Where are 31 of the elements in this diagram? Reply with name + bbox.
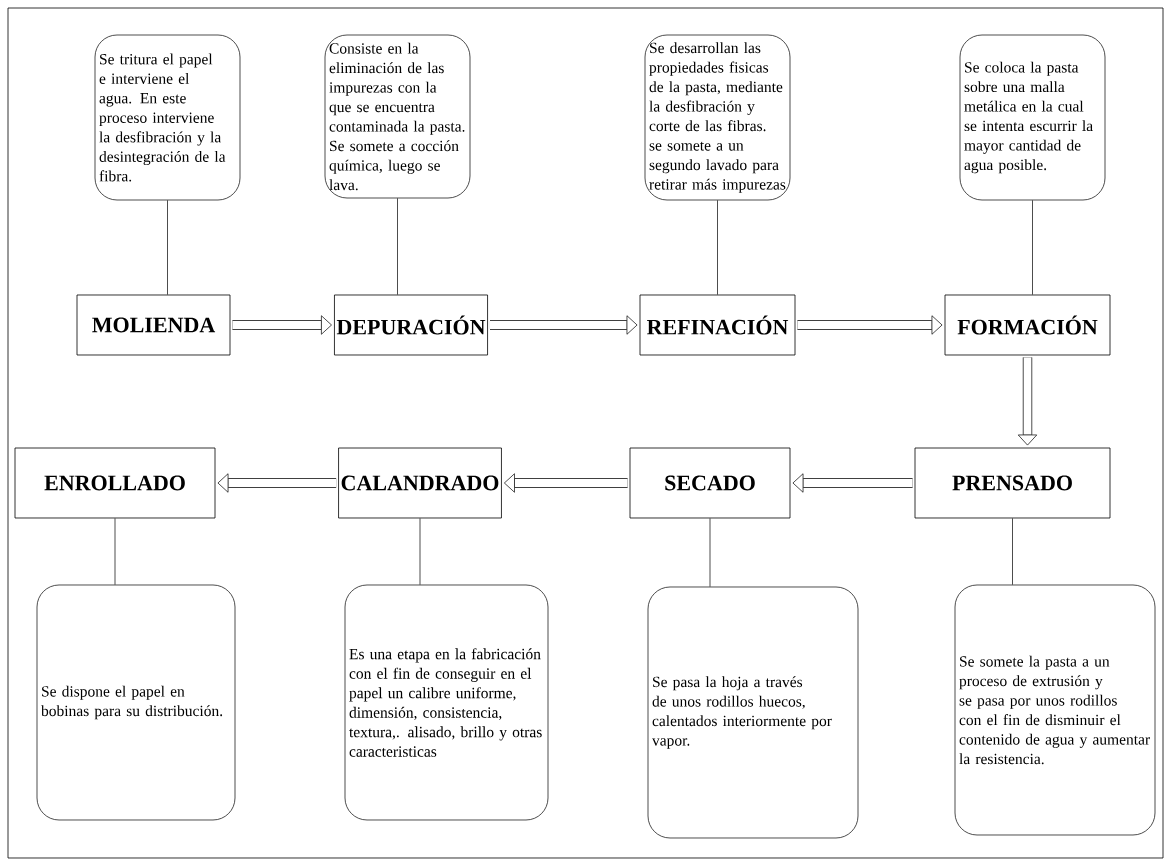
connector-line (717, 200, 718, 295)
description-box: Se dispone el papel en bobinas para su distribución. (36, 584, 236, 821)
connector-line (114, 518, 116, 585)
process-box: CALANDRADO (338, 447, 502, 519)
process-box: SECADO (629, 447, 791, 519)
process-box: MOLIENDA (76, 294, 231, 356)
description-box: Consiste en la eliminación de las impurezas con la que se encuentra contaminada la pasta. Se somete a cocción química, luego se lava. (324, 34, 471, 199)
block-arrow (217, 473, 337, 493)
connector-line (1032, 200, 1033, 295)
description-box: Se pasa la hoja a través de unos rodillos huecos, calentados interiormente por vapor. (647, 586, 859, 839)
description-box: Se coloca la pasta sobre una malla metálica en la cual se intenta escurrir la mayor cantidad de agua posible. (959, 34, 1106, 201)
connector-line (167, 200, 168, 295)
block-arrow (504, 473, 628, 493)
process-box: ENROLLADO (14, 447, 216, 519)
description-box: Se desarrollan las propiedades fisicas de la pasta, mediante la desfibración y corte de las fibras. se somete a un segundo lavado para retirar más impurezas (644, 34, 791, 201)
process-box: FORMACIÓN (944, 294, 1111, 356)
block-arrow (797, 315, 943, 335)
description-box: Se somete la pasta a un proceso de extrusión y se pasa por unos rodillos con el fin de disminuir el contenido de agua y aumentar la resistencia. (954, 584, 1156, 836)
process-box: DEPURACIÓN (334, 294, 488, 356)
block-arrow (792, 473, 913, 493)
connector-line (709, 518, 711, 587)
block-arrow (489, 315, 638, 335)
description-box: Es una etapa en la fabricación con el fin de conseguir en el papel un calibre uniforme, dimensión, consistencia, textura,. alisado, brillo y otras caracteristicas (344, 584, 549, 821)
connector-line (397, 198, 398, 295)
process-box: PRENSADO (914, 447, 1111, 519)
block-arrow (1017, 357, 1038, 446)
connector-line (419, 518, 421, 585)
process-box: REFINACIÓN (639, 294, 796, 356)
description-box: Se tritura el papel e interviene el agua. En este proceso interviene la desfibración y la desintegración de la fibra. (94, 34, 241, 201)
block-arrow (232, 315, 332, 335)
connector-line (1012, 518, 1013, 585)
